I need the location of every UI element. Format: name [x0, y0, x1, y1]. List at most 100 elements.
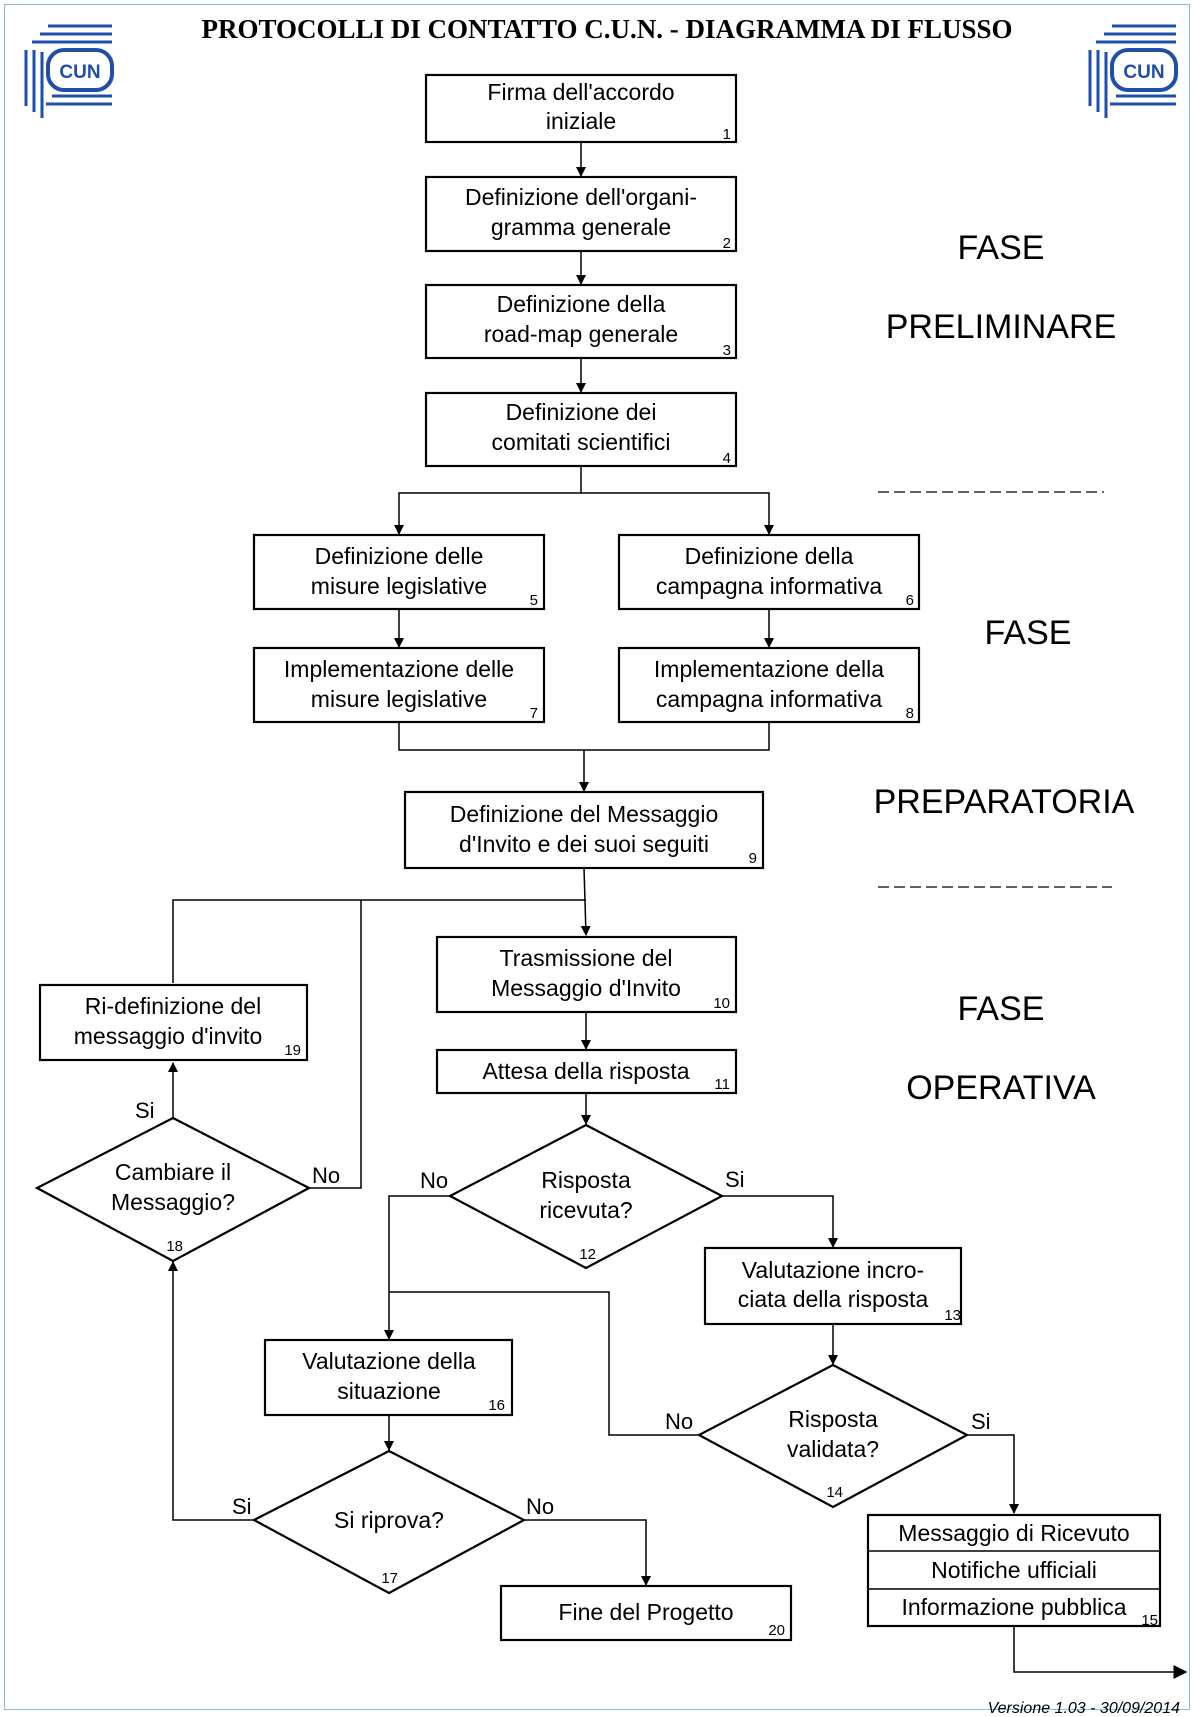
step-18-diamond: Cambiare il Messaggio? 18 — [34, 1116, 312, 1263]
step-1-line1: Firma dell'accordo — [487, 79, 674, 105]
step-15-line3: Informazione pubblica — [901, 1594, 1126, 1620]
step-14-line2: validata? — [787, 1436, 879, 1462]
step-4-line2: comitati scientifici — [492, 429, 671, 455]
step-17-line1: Si riprova? — [334, 1507, 444, 1533]
step-12-line1: Risposta — [541, 1167, 631, 1193]
step-18-number: 18 — [166, 1238, 183, 1255]
logo-text-left: CUN — [59, 62, 100, 83]
step-7-box: Implementazione delle misure legislative… — [252, 646, 546, 724]
step-6-number: 6 — [906, 592, 914, 609]
step-3-box: Definizione della road-map generale 3 — [424, 283, 738, 360]
step-4-number: 4 — [723, 450, 731, 467]
step-9-line1: Definizione del Messaggio — [450, 801, 719, 827]
step-9-line2: d'Invito e dei suoi seguiti — [459, 831, 709, 857]
step-4-box: Definizione dei comitati scientifici 4 — [424, 391, 738, 468]
step-2-box: Definizione dell'organi- gramma generale… — [424, 175, 738, 253]
step-14-number: 14 — [826, 1484, 843, 1501]
step-7-line1: Implementazione delle — [284, 656, 514, 682]
label-yes-14: Si — [971, 1409, 991, 1434]
step-7-number: 7 — [530, 705, 538, 722]
label-no-14: No — [665, 1409, 693, 1434]
step-2-line2: gramma generale — [491, 214, 671, 240]
step-11-line1: Attesa della risposta — [482, 1058, 689, 1084]
step-20-line1: Fine del Progetto — [558, 1599, 733, 1625]
step-20-box: Fine del Progetto 20 — [499, 1584, 793, 1642]
label-no-12: No — [420, 1168, 448, 1193]
label-yes-17: Si — [232, 1494, 252, 1519]
step-10-line2: Messaggio d'Invito — [491, 975, 681, 1001]
version-text: Versione 1.03 - 30/09/2014 — [988, 1700, 1181, 1717]
step-13-line2: ciata della risposta — [738, 1286, 929, 1312]
step-8-line1: Implementazione della — [654, 656, 884, 682]
phase-preparatoria-line2: PREPARATORIA — [874, 783, 1135, 821]
step-5-number: 5 — [530, 592, 538, 609]
step-6-line2: campagna informativa — [656, 573, 882, 599]
step-17-diamond: Si riprova? 17 — [251, 1449, 527, 1595]
step-13-number: 13 — [944, 1307, 961, 1324]
step-12-number: 12 — [579, 1246, 596, 1263]
step-19-number: 19 — [284, 1042, 301, 1059]
step-9-number: 9 — [749, 850, 757, 867]
step-8-box: Implementazione della campagna informati… — [617, 646, 921, 724]
phase-operativa-line2: OPERATIVA — [906, 1069, 1096, 1107]
label-yes-18: Si — [135, 1098, 155, 1123]
step-15-line2: Notifiche ufficiali — [931, 1557, 1097, 1583]
step-4-line1: Definizione dei — [506, 399, 657, 425]
step-19-box: Ri-definizione del messaggio d'invito 19 — [38, 983, 309, 1062]
step-18-line1: Cambiare il — [115, 1159, 231, 1185]
step-17-number: 17 — [381, 1570, 398, 1587]
phase-preliminare-line2: PRELIMINARE — [886, 308, 1117, 346]
phase-preparatoria-line1: FASE — [985, 614, 1072, 652]
step-20-number: 20 — [768, 1622, 785, 1639]
step-2-line1: Definizione dell'organi- — [465, 184, 697, 210]
step-15-number: 15 — [1141, 1612, 1158, 1629]
step-13-box: Valutazione incro- ciata della risposta … — [703, 1246, 963, 1326]
step-16-line2: situazione — [337, 1378, 441, 1404]
step-10-box: Trasmissione del Messaggio d'Invito 10 — [435, 935, 738, 1014]
step-1-number: 1 — [723, 126, 731, 143]
page-frame — [4, 4, 1190, 1710]
step-15-line1: Messaggio di Ricevuto — [898, 1520, 1129, 1546]
cun-logo-left: CUN — [24, 24, 114, 118]
step-8-line2: campagna informativa — [656, 686, 882, 712]
connectors — [168, 142, 1188, 1679]
step-15-box: Messaggio di Ricevuto Notifiche ufficial… — [866, 1513, 1162, 1629]
step-19-line1: Ri-definizione del — [85, 993, 261, 1019]
label-no-17: No — [526, 1494, 554, 1519]
step-5-box: Definizione delle misure legislative 5 — [252, 533, 546, 611]
step-14-line1: Risposta — [788, 1406, 878, 1432]
step-1-box: Firma dell'accordo iniziale 1 — [424, 73, 738, 144]
step-2-number: 2 — [723, 235, 731, 252]
label-yes-12: Si — [725, 1167, 745, 1192]
step-7-line2: misure legislative — [311, 686, 487, 712]
step-6-line1: Definizione della — [685, 543, 854, 569]
step-1-line2: iniziale — [546, 108, 616, 134]
step-10-number: 10 — [713, 995, 730, 1012]
step-9-box: Definizione del Messaggio d'Invito e dei… — [403, 790, 765, 870]
step-16-box: Valutazione della situazione 16 — [263, 1338, 514, 1417]
step-10-line1: Trasmissione del — [500, 945, 673, 971]
step-16-line1: Valutazione della — [302, 1348, 476, 1374]
logo-text-right: CUN — [1123, 62, 1164, 83]
phase-operativa-line1: FASE — [958, 990, 1045, 1028]
step-3-line1: Definizione della — [497, 291, 666, 317]
page-title: PROTOCOLLI DI CONTATTO C.U.N. - DIAGRAMM… — [201, 14, 1012, 44]
step-8-number: 8 — [906, 705, 914, 722]
step-18-line2: Messaggio? — [111, 1189, 235, 1215]
step-5-line2: misure legislative — [311, 573, 487, 599]
step-11-number: 11 — [714, 1076, 730, 1093]
phase-preliminare-line1: FASE — [958, 229, 1045, 267]
label-no-18: No — [312, 1163, 340, 1188]
cun-logo-right: CUN — [1088, 24, 1178, 118]
step-16-number: 16 — [488, 1397, 505, 1414]
step-3-number: 3 — [723, 342, 731, 359]
step-14-diamond: Risposta validata? 14 — [696, 1363, 970, 1509]
step-11-box: Attesa della risposta 11 — [435, 1048, 738, 1095]
step-13-line1: Valutazione incro- — [742, 1257, 924, 1283]
step-5-line1: Definizione delle — [315, 543, 484, 569]
step-19-line2: messaggio d'invito — [74, 1023, 263, 1049]
step-12-line2: ricevuta? — [539, 1197, 632, 1223]
step-6-box: Definizione della campagna informativa 6 — [617, 533, 921, 611]
step-3-line2: road-map generale — [484, 321, 678, 347]
